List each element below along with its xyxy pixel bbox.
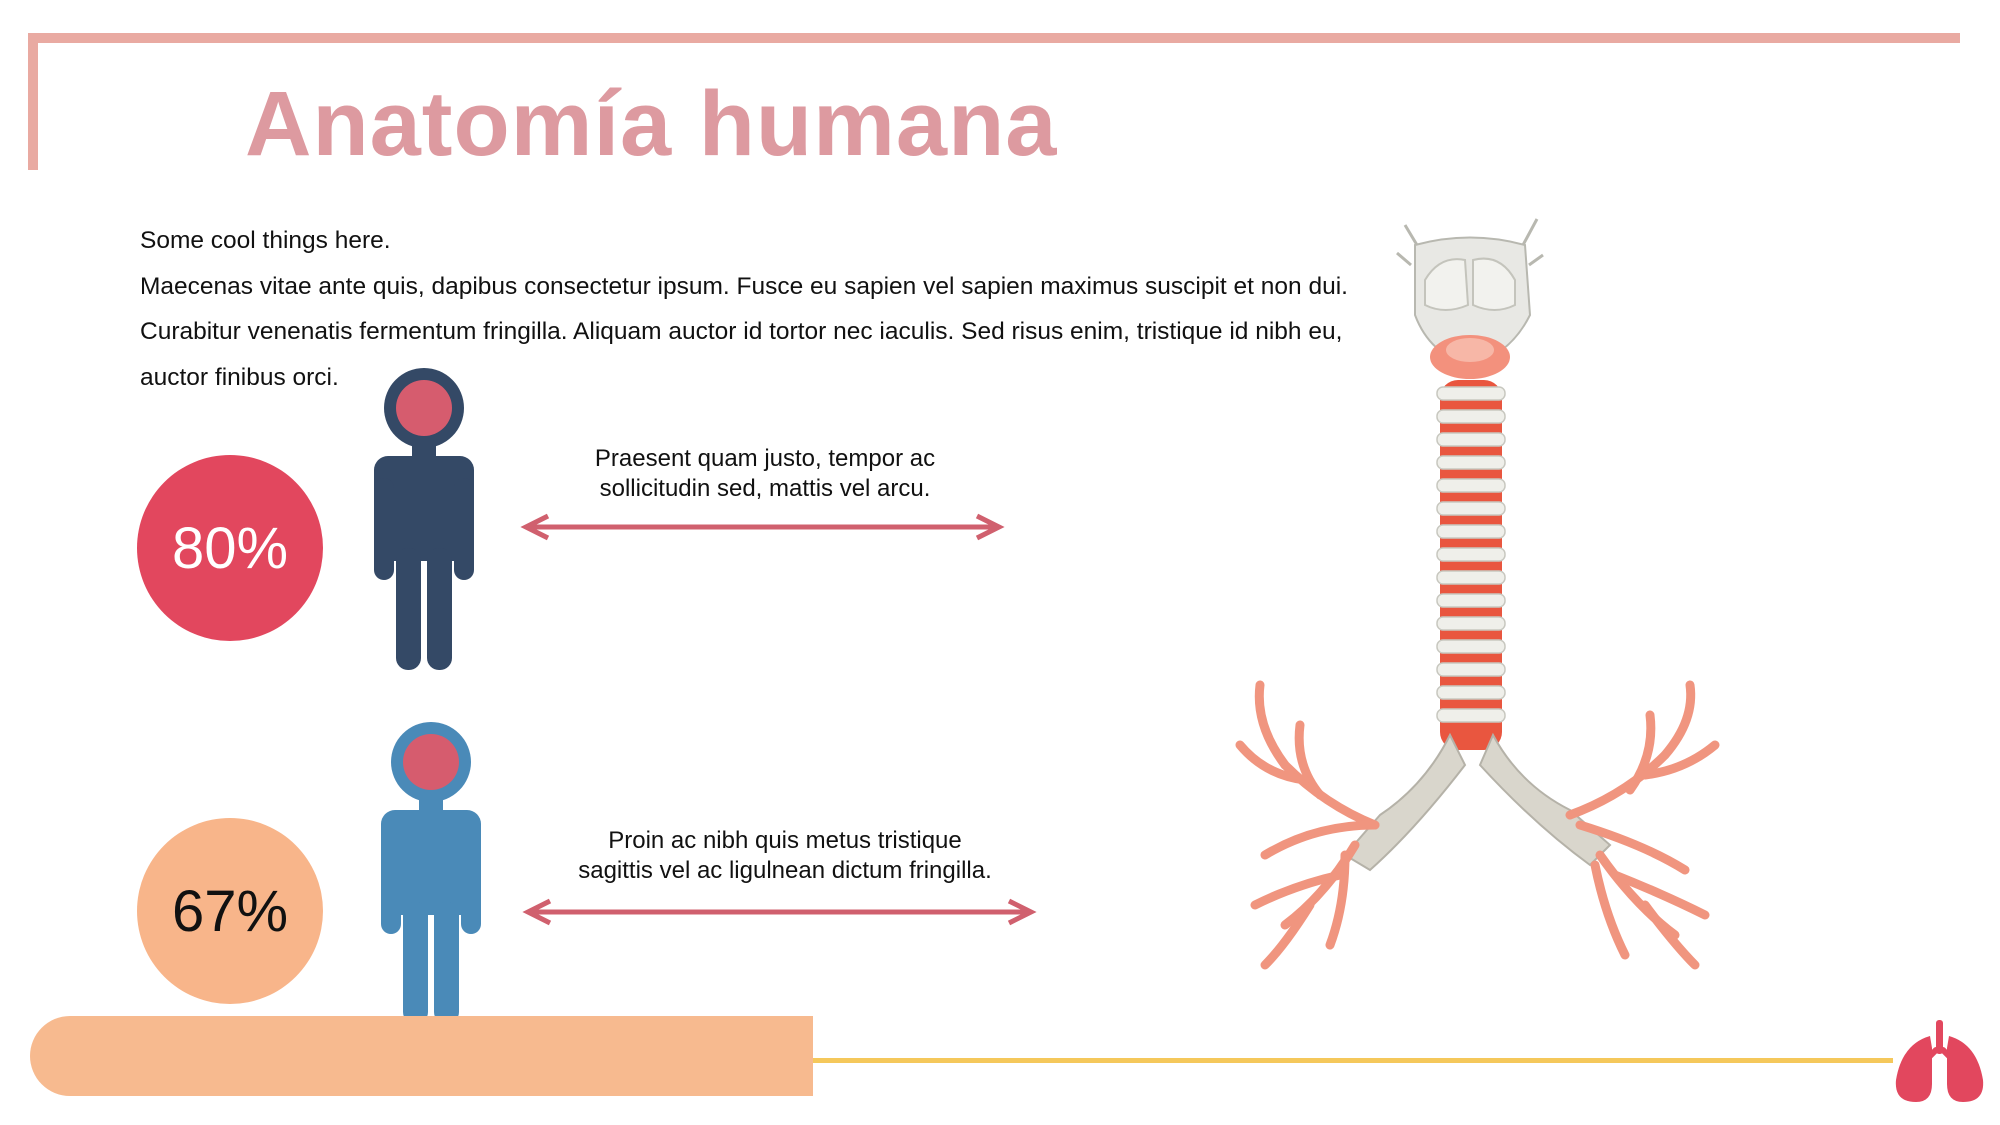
right-bronchi	[1565, 680, 1720, 970]
top-frame-line	[28, 33, 1960, 43]
stat-circle-67: 67%	[137, 818, 323, 1004]
double-arrow-icon	[520, 513, 1005, 541]
stat-caption: Proin ac nibh quis metus tristique sagit…	[525, 826, 1045, 886]
base-line	[813, 1058, 1893, 1063]
caption-line: sagittis vel ac ligulnean dictum fringil…	[578, 857, 992, 884]
caption-line: Proin ac nibh quis metus tristique	[608, 827, 962, 854]
intro-line: Curabitur venenatis fermentum fringilla.…	[140, 318, 1343, 345]
left-frame-line	[28, 33, 38, 170]
trachea-rings	[1436, 386, 1506, 723]
caption-line: sollicitudin sed, mattis vel arcu.	[599, 475, 931, 502]
stat-value: 80%	[171, 515, 289, 581]
lungs-icon	[1895, 1020, 1984, 1102]
intro-text: Some cool things here. Maecenas vitae an…	[140, 218, 1420, 400]
stat-value: 67%	[171, 878, 289, 944]
intro-line: Some cool things here.	[140, 227, 391, 254]
double-arrow-icon	[522, 898, 1037, 926]
base-bar	[30, 1016, 813, 1096]
caption-line: Praesent quam justo, tempor ac	[594, 445, 936, 472]
trachea-bronchi-illustration	[1235, 218, 1720, 970]
stat-circle-80: 80%	[137, 455, 323, 641]
left-bronchi	[1235, 680, 1380, 970]
stat-caption: Praesent quam justo, tempor ac sollicitu…	[525, 444, 1005, 504]
slide-title: Anatomía humana	[245, 73, 1058, 175]
person-figure-icon	[381, 722, 481, 1024]
intro-line: auctor finibus orci.	[140, 363, 339, 391]
intro-line: Maecenas vitae ante quis, dapibus consec…	[140, 272, 1348, 300]
person-figure-icon	[374, 368, 474, 670]
